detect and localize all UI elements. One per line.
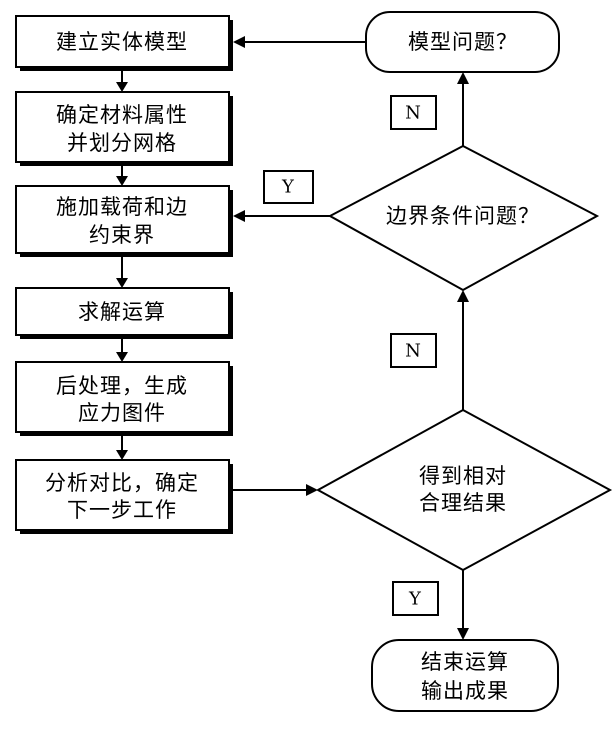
branch-label-result-no-text: N: [405, 341, 421, 362]
connector-loads-to-solve: [116, 257, 128, 288]
step-postprocess: 后处理，生成 应力图件: [15, 361, 233, 436]
decision-model-problem-label: 模型问题？: [408, 30, 518, 54]
branch-label-result-yes-text: Y: [408, 589, 422, 610]
step-solve-label: 求解运算: [78, 300, 166, 324]
step-apply-loads-line2: 约束界: [89, 223, 155, 247]
step-material-mesh: 确定材料属性 并划分网格: [15, 91, 233, 166]
branch-label-boundary-no-text: N: [405, 103, 421, 124]
connector-model-to-build: [233, 36, 366, 48]
branch-label-boundary-yes: Y: [263, 170, 314, 204]
decision-model-problem: 模型问题？: [365, 11, 560, 73]
step-analyze-line2: 下一步工作: [67, 498, 177, 522]
branch-label-boundary-no: N: [390, 95, 437, 130]
step-solve: 求解运算: [15, 287, 233, 339]
decision-boundary-problem: 边界条件问题？: [327, 144, 600, 292]
connector-result-yes-to-end: [457, 570, 469, 640]
step-postprocess-line1: 后处理，生成: [56, 374, 188, 398]
connector-result-no-to-boundary: [457, 290, 469, 410]
connector-material-to-loads: [116, 166, 128, 186]
connector-boundary-yes-to-loads: [233, 210, 330, 222]
step-postprocess-line2: 应力图件: [78, 401, 166, 425]
connector-solve-to-postprocess: [116, 339, 128, 362]
terminal-end: 结束运算 输出成果: [371, 639, 559, 712]
step-material-mesh-line2: 并划分网格: [67, 131, 177, 155]
terminal-end-line2: 输出成果: [421, 679, 509, 703]
connector-analyze-to-result-decision: [233, 484, 318, 496]
step-material-mesh-line1: 确定材料属性: [56, 103, 188, 127]
step-apply-loads-line1: 施加载荷和边: [56, 195, 188, 219]
terminal-end-line1: 结束运算: [421, 650, 509, 674]
connector-boundary-no-to-model: [457, 72, 469, 146]
decision-boundary-problem-label: 边界条件问题？: [386, 204, 540, 228]
step-analyze: 分析对比，确定 下一步工作: [15, 459, 233, 534]
branch-label-result-yes: Y: [392, 581, 439, 616]
step-analyze-line1: 分析对比，确定: [45, 471, 199, 495]
connector-build-to-material: [116, 71, 128, 92]
step-apply-loads: 施加载荷和边 约束界: [15, 185, 233, 257]
step-build-model: 建立实体模型: [15, 15, 233, 71]
decision-reasonable-result-line2: 合理结果: [419, 491, 507, 515]
step-build-model-label: 建立实体模型: [56, 30, 188, 54]
decision-reasonable-result: 得到相对 合理结果: [315, 408, 613, 572]
connector-postprocess-to-analyze: [116, 436, 128, 460]
branch-label-result-no: N: [390, 333, 437, 368]
branch-label-boundary-yes-text: Y: [281, 177, 295, 198]
decision-reasonable-result-line1: 得到相对: [419, 464, 507, 488]
